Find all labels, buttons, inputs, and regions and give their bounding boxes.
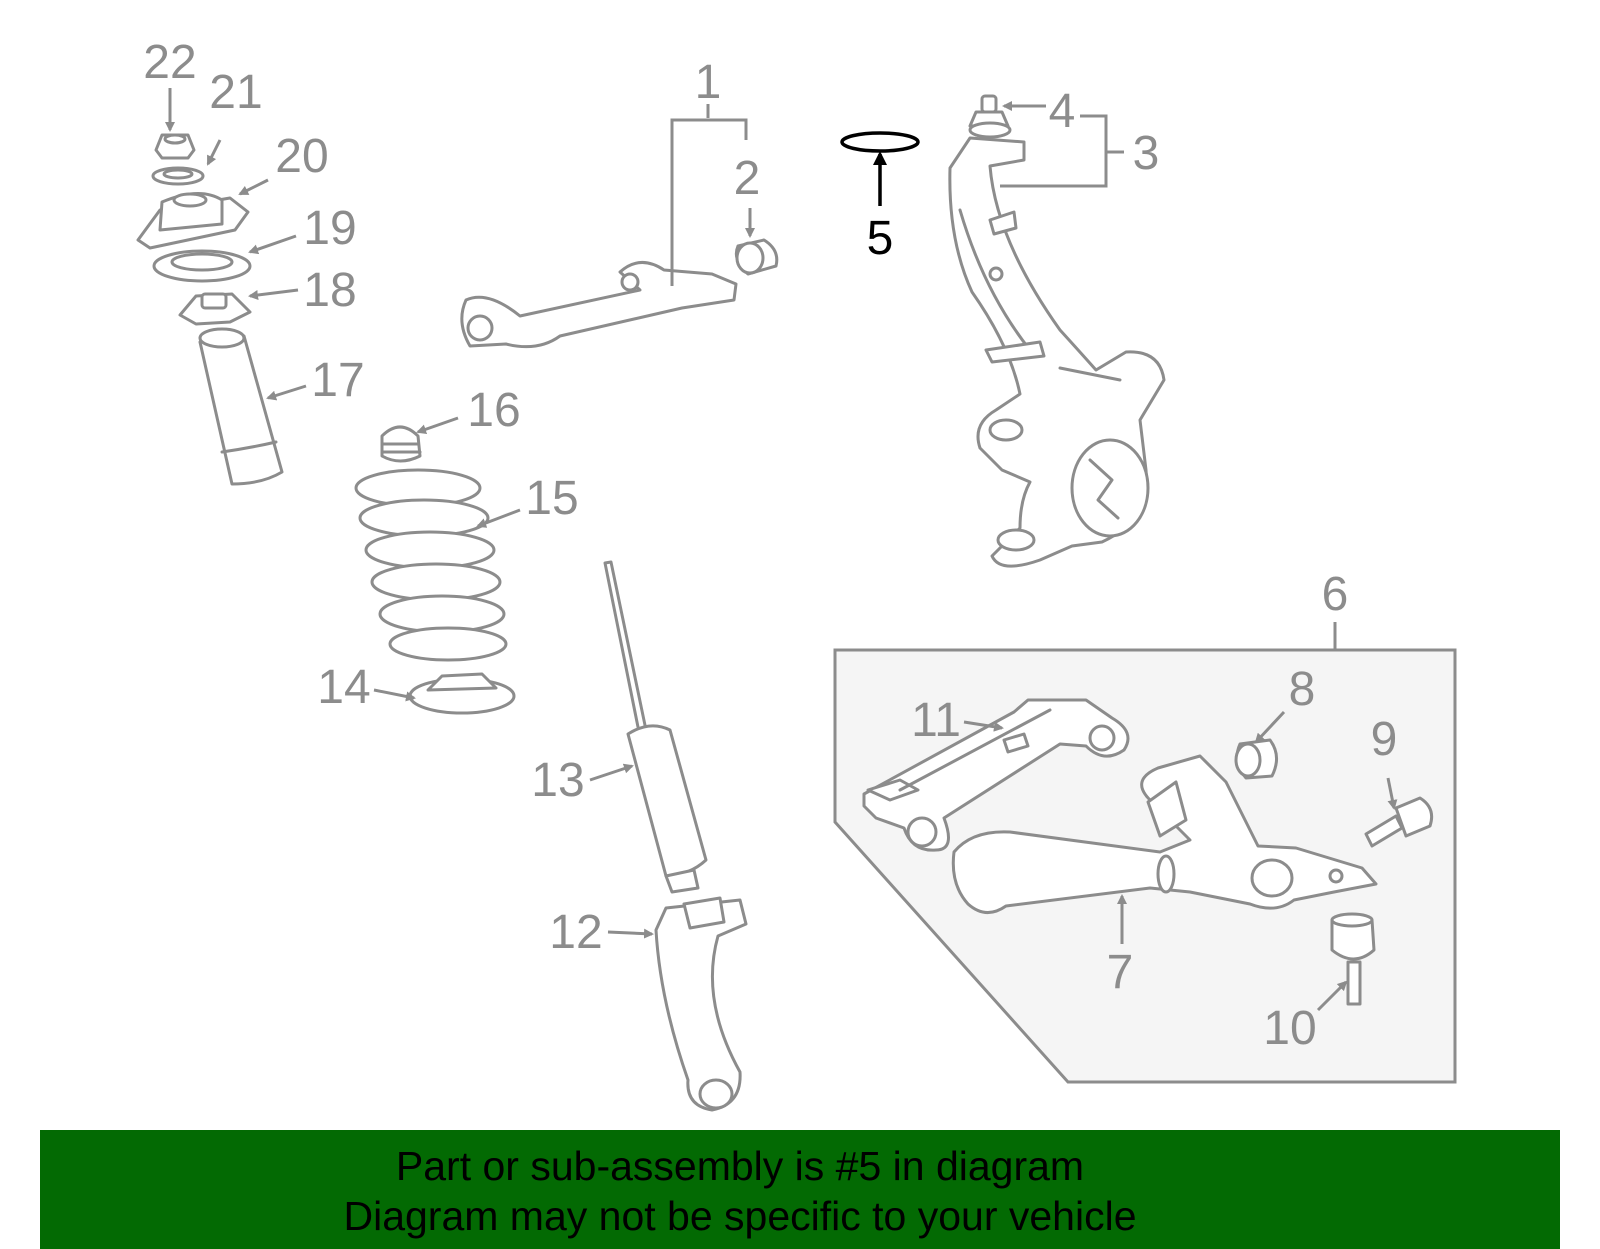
- callout-11: 11: [911, 694, 961, 747]
- banner-line-1: Part or sub-assembly is #5 in diagram: [395, 1143, 1085, 1189]
- part-13-shock-absorber: [603, 560, 708, 894]
- callout-19: 19: [303, 202, 356, 255]
- callout-17: 17: [311, 354, 364, 407]
- callout-3: 3: [1133, 127, 1160, 180]
- part-15-coil-spring: [354, 468, 508, 662]
- callout-20: 20: [275, 130, 328, 183]
- callout-labels: 1 2 3 4 5 6 7 8 9 10 11 12 13 14 15 16 1…: [143, 36, 1397, 1055]
- part-9-stud: [1364, 796, 1434, 848]
- part-7-lower-control-arm: [951, 754, 1378, 914]
- callout-13: 13: [531, 754, 584, 807]
- part-2-bushing: [734, 238, 779, 276]
- callout-5: 5: [867, 212, 894, 265]
- callout-16: 16: [467, 384, 520, 437]
- part-8-bushing: [1234, 738, 1278, 780]
- part-11-upper-arm: [862, 698, 1130, 852]
- part-18-bumper-seat: [178, 292, 252, 326]
- callout-22: 22: [143, 36, 196, 89]
- parts-diagram: 1 2 3 4 5 6 7 8 9 10 11 12 13 14 15 16 1…: [136, 36, 1457, 1112]
- part-12-shock-link: [654, 896, 748, 1112]
- callout-2: 2: [734, 152, 761, 205]
- part-19-spring-seat: [152, 249, 252, 283]
- part-16-bump-stop: [380, 425, 422, 463]
- part-20-strut-mount: [136, 191, 250, 250]
- part-21-washer: [151, 166, 205, 186]
- callout-7: 7: [1107, 946, 1134, 999]
- callout-15: 15: [525, 472, 578, 525]
- banner-line-2: Diagram may not be specific to your vehi…: [343, 1193, 1137, 1239]
- part-4-ball-joint: [968, 94, 1012, 139]
- callout-12: 12: [549, 906, 602, 959]
- callout-14: 14: [317, 661, 370, 714]
- part-3-steering-knuckle: [948, 136, 1166, 568]
- callout-10: 10: [1263, 1002, 1316, 1055]
- part-1-upper-control-arm: [460, 261, 738, 349]
- leader-lines: [165, 88, 1398, 1012]
- callout-1: 1: [695, 56, 722, 109]
- callout-18: 18: [303, 264, 356, 317]
- callout-6: 6: [1322, 568, 1349, 621]
- part-5-o-ring: [840, 131, 920, 153]
- part-22-nut: [154, 133, 196, 160]
- part-17-dust-boot: [198, 327, 284, 486]
- part-10-ball-joint: [1330, 912, 1376, 1006]
- part-14-lower-spring-seat: [408, 672, 516, 715]
- callout-21: 21: [209, 66, 262, 119]
- callout-8: 8: [1289, 663, 1316, 716]
- info-banner: Part or sub-assembly is #5 in diagram Di…: [40, 1130, 1560, 1249]
- callout-9: 9: [1371, 713, 1398, 766]
- callout-4: 4: [1049, 85, 1076, 138]
